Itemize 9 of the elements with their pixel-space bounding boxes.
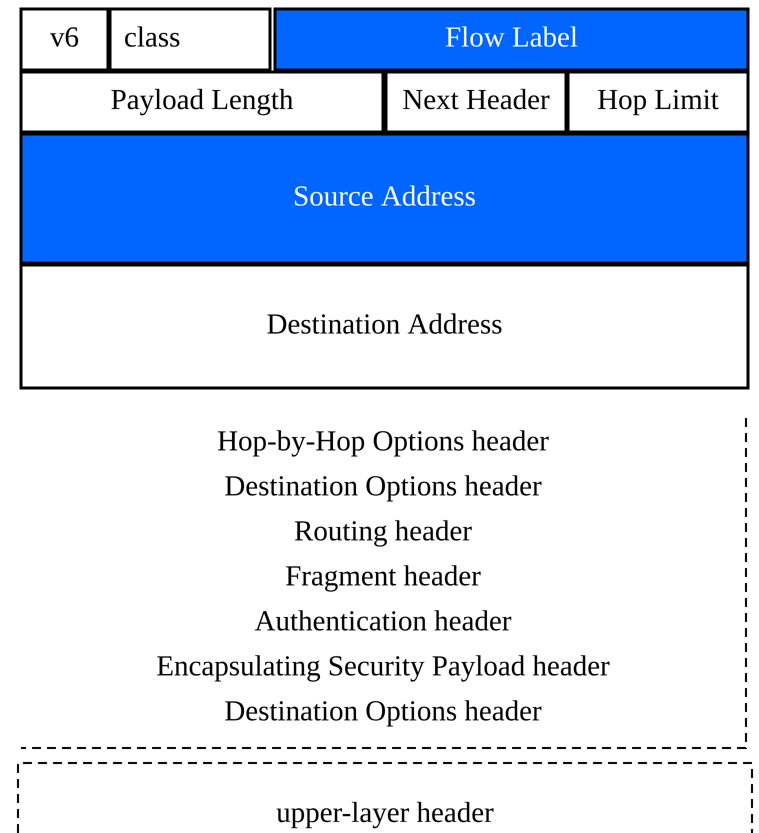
header-field: Destination Address <box>20 264 750 390</box>
header-field: Hop Limit <box>566 70 750 134</box>
header-field: v6 <box>20 8 110 72</box>
header-field: class <box>108 8 272 72</box>
extension-headers: Hop-by-Hop Options header Destination Options header Routing header Fragment header Authentication header Encapsulating Security Payload header Destination Options header <box>21 418 747 749</box>
upper-layer-box: upper-layer header <box>17 762 753 833</box>
header-field: Next Header <box>384 70 568 134</box>
header-field: Source Address <box>20 132 750 264</box>
header-field: Flow Label <box>274 8 750 72</box>
